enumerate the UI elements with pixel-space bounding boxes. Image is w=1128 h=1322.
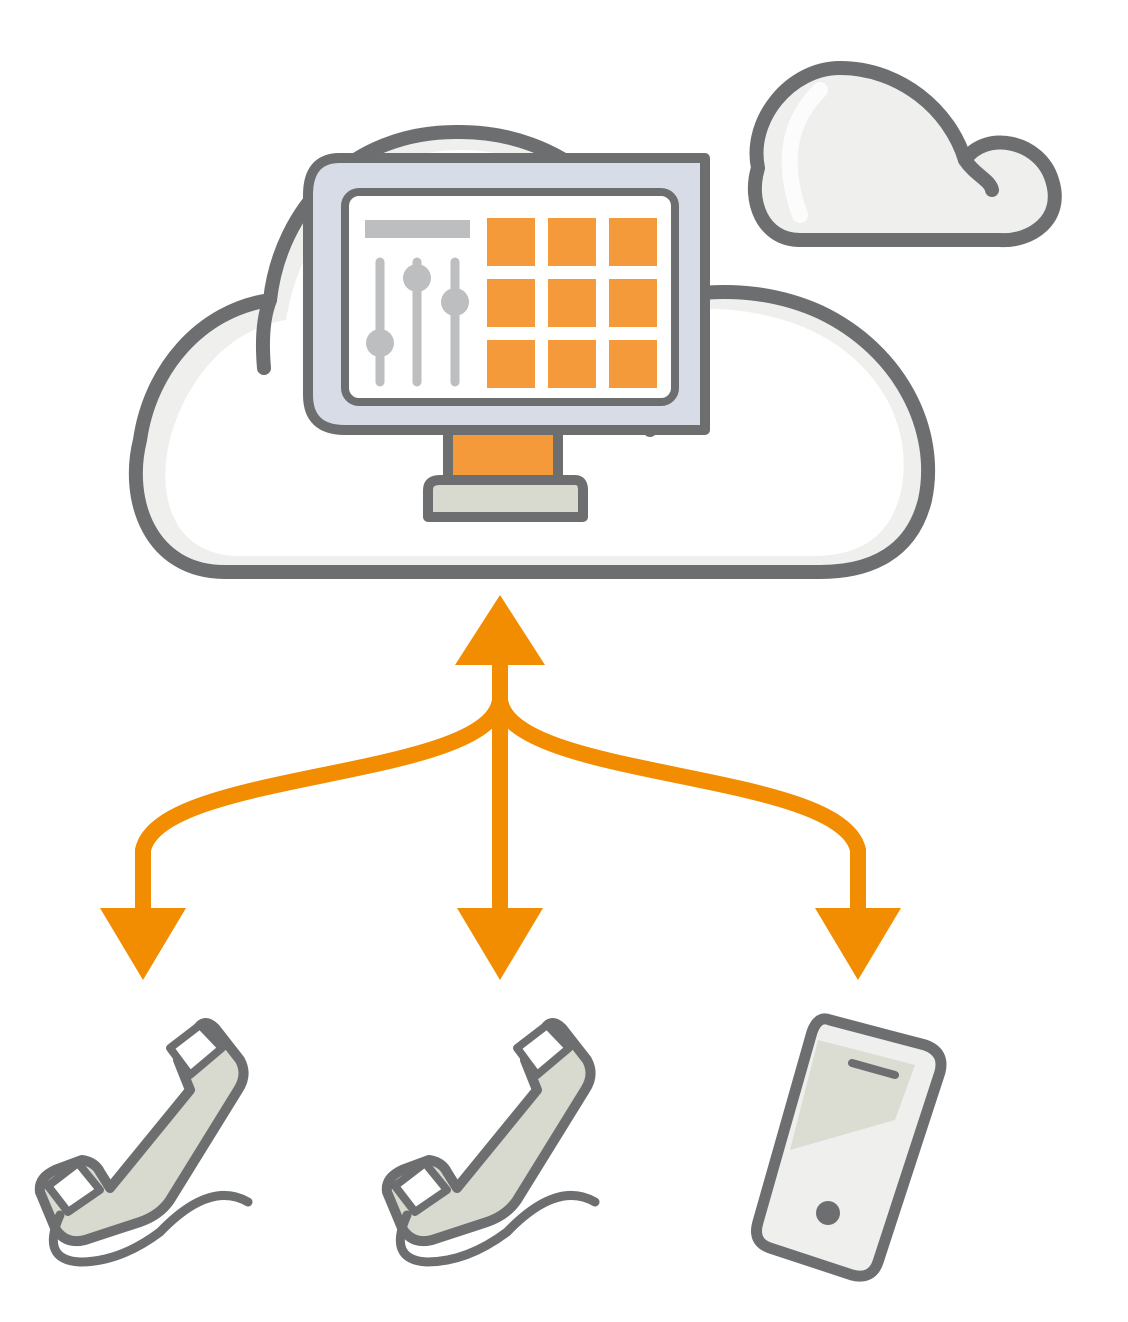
screen-tile — [548, 279, 596, 327]
screen-tile — [548, 218, 596, 266]
monitor-stand-base — [423, 475, 588, 522]
small-cloud-icon — [747, 61, 1062, 248]
screen-tile-grid — [487, 218, 657, 388]
mobile-phone-home-button — [816, 1201, 840, 1225]
arrow-branch-right — [492, 697, 866, 915]
screen-header-bar — [365, 220, 470, 238]
screen-tile — [609, 279, 657, 327]
connection-arrows — [100, 595, 901, 980]
mobile-phone-icon — [751, 1013, 947, 1282]
slider-knob — [366, 329, 394, 357]
screen-tile — [487, 279, 535, 327]
arrowhead-down-right — [815, 908, 901, 980]
arrowhead-down-center — [457, 908, 543, 980]
phone-handset-bottom-cap — [44, 1159, 104, 1216]
screen-tile — [548, 340, 596, 388]
arrow-branch-left — [135, 697, 508, 915]
small-cloud-highlight — [781, 82, 828, 223]
mobile-phone-speaker — [848, 1059, 899, 1079]
slider-knob — [441, 288, 469, 316]
screen-tile — [609, 340, 657, 388]
phone-handset-top-cap — [166, 1021, 226, 1079]
monitor-icon — [303, 153, 710, 522]
slider-knob — [403, 264, 431, 292]
desk-phone-icon — [381, 1018, 600, 1267]
small-cloud-body — [747, 61, 1062, 248]
mobile-phone-screen-highlight — [790, 1040, 915, 1150]
screen-sliders — [366, 257, 469, 387]
small-cloud-inner-line — [958, 153, 999, 197]
phone-cord — [48, 1191, 253, 1267]
phone-handset-top-cap — [513, 1021, 573, 1079]
arrowhead-down-left — [100, 908, 186, 980]
arrowhead-up — [455, 595, 545, 665]
screen-tile — [487, 218, 535, 266]
phone-handset-bottom-cap — [391, 1159, 451, 1216]
phone-cord — [395, 1191, 600, 1267]
main-cloud-inner-curve-left — [255, 293, 277, 375]
desk-phone-icon — [34, 1018, 253, 1267]
screen-tile — [609, 218, 657, 266]
screen-tile — [487, 340, 535, 388]
